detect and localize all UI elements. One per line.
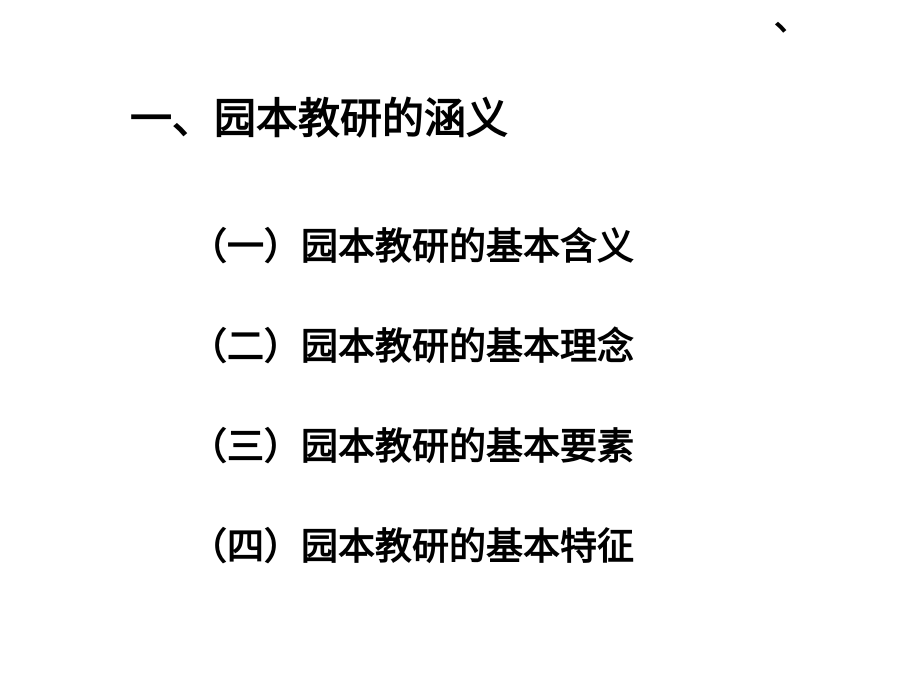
outline-item-1: （一）园本教研的基本含义 xyxy=(190,225,634,268)
outline-item-2: （二）园本教研的基本理念 xyxy=(190,325,634,368)
outline-item-3: （三）园本教研的基本要素 xyxy=(190,425,634,468)
slide-title: 一、园本教研的涵义 xyxy=(130,94,509,143)
corner-mark: 、 xyxy=(774,0,808,39)
outline-list: （一）园本教研的基本含义 （二）园本教研的基本理念 （三）园本教研的基本要素 （… xyxy=(190,228,634,628)
outline-item-4: （四）园本教研的基本特征 xyxy=(190,525,634,568)
